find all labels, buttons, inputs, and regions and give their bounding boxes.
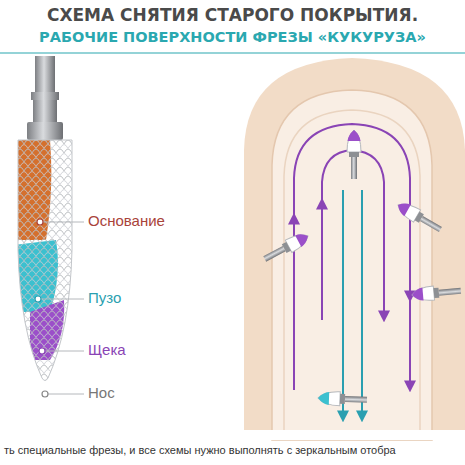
part-name: Нос [88, 384, 115, 401]
title: СХЕМА СНЯТИЯ СТАРОГО ПОКРЫТИЯ. [47, 5, 418, 25]
part-name: Основание [88, 212, 165, 229]
caption: ть специальные фрезы, и все схемы нужно … [4, 444, 396, 456]
part-name: Пузо [88, 289, 121, 306]
subtitle: РАБОЧИЕ ПОВЕРХНОСТИ ФРЕЗЫ «КУКУРУЗА» [39, 29, 426, 45]
part-name: Щека [88, 341, 126, 358]
